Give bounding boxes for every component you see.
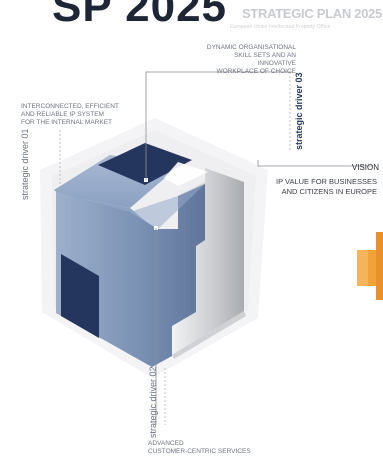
leader-lines [145, 71, 372, 425]
orange-arrow [357, 232, 383, 300]
driver-01-description: INTERCONNECTED, EFFICIENT AND RELIABLE I… [21, 103, 119, 126]
vision-body: IP VALUE FOR BUSINESSES AND CITIZENS IN … [275, 177, 377, 196]
navy-top-square [98, 143, 192, 185]
driver-03-label: strategic driver 03 [294, 72, 304, 150]
vision-title: VISION [351, 163, 379, 172]
dashed-guide-lines [59, 72, 291, 425]
sp-big-title: SP 2025 [52, 0, 228, 31]
navy-bottom-square [61, 254, 99, 338]
driver-03-description: DYNAMIC ORGANISATIONAL SKILL SETS AND AN… [206, 44, 296, 75]
strategic-plan-subtitle: European Union Intellectual Property Off… [230, 24, 331, 30]
driver-02-label: strategic driver 02 [148, 366, 158, 438]
strategic-plan-title: STRATEGIC PLAN 2025 [242, 6, 382, 21]
top-notch [164, 162, 208, 186]
driver-01-label: strategic driver 01 [20, 128, 30, 200]
driver-02-description: ADVANCED CUSTOMER-CENTRIC SERVICES [148, 440, 251, 455]
